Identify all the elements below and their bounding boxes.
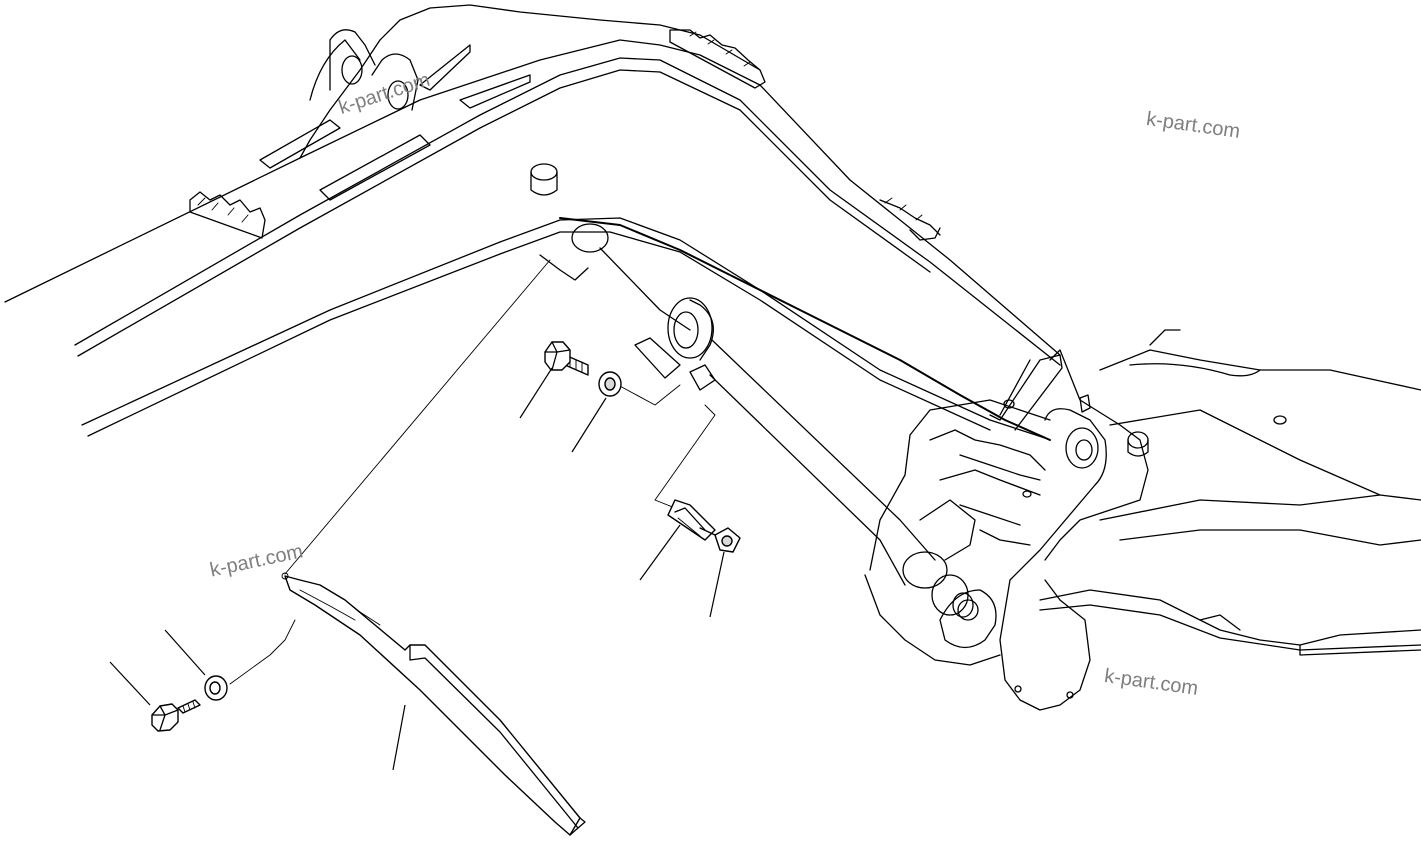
callout-leader-cover [392, 704, 406, 771]
callout-leaders [109, 367, 725, 771]
boom-cylinder-icon [599, 247, 974, 618]
revolving-frame-icon [864, 329, 1421, 711]
callout-leader-bolt-left [109, 661, 151, 706]
callout-leader-washer-left [164, 629, 206, 676]
callout-leader-bolt-top [519, 367, 553, 419]
assembly-lines [229, 259, 716, 685]
hose-line-icon [559, 217, 1051, 441]
boom-cylinder-cover-icon [281, 572, 586, 836]
callout-leader-clip-nut [709, 551, 725, 618]
callout-leader-clip [639, 524, 681, 581]
washer-top-icon [598, 371, 622, 397]
callout-leader-washer-top [571, 397, 607, 453]
hose-clip-icon [667, 499, 741, 553]
boom-icon [4, 4, 1061, 439]
bolt-top-icon [544, 341, 589, 376]
washer-left-icon [204, 675, 228, 701]
bolt-left-icon [151, 699, 201, 732]
